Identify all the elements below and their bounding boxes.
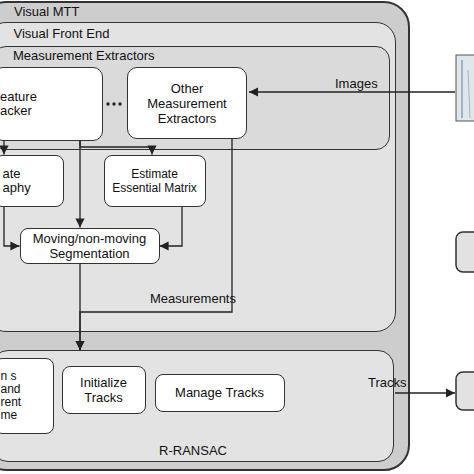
group-container: eature acker Other Measurement Extractors… <box>0 46 390 150</box>
group-title: Visual MTT <box>14 4 80 19</box>
box-label: Manage Tracks <box>175 385 264 400</box>
edge-label: Measurements <box>150 291 236 306</box>
process-box: Other Measurement Extractors <box>127 67 247 139</box>
image-detail <box>461 60 463 118</box>
ellipsis-dot <box>106 102 109 105</box>
box-label: Other Measurement Extractors <box>134 81 240 126</box>
ellipsis-dot <box>112 102 115 105</box>
box-label: Moving/non-moving Segmentation <box>27 231 153 261</box>
system-container: eature acker Other Measurement Extractors… <box>0 1 410 471</box>
process-box: Initialize Tracks <box>62 366 146 414</box>
process-box: eature acker <box>0 67 103 141</box>
arrow-label: Images <box>335 76 378 91</box>
input-arrow <box>249 91 455 92</box>
group-title: Visual Front End <box>14 26 110 41</box>
flow-arrow <box>79 264 80 351</box>
output-arrow <box>395 392 455 393</box>
camera-image <box>456 55 474 121</box>
module-container: eature acker Other Measurement Extractors… <box>0 22 396 332</box>
arrow-label: Tracks <box>368 375 407 390</box>
flow-arrow <box>4 207 20 247</box>
external-box <box>456 232 474 272</box>
box-label: Estimate Essential Matrix <box>107 167 203 195</box>
process-box: Manage Tracks <box>155 374 285 412</box>
process-box: n s and rent me <box>0 358 54 434</box>
flow-arrow <box>80 141 152 155</box>
ellipsis-dot <box>118 102 121 105</box>
process-box: ate aphy <box>0 155 64 207</box>
module-container: n s and rent me Initialize Tracks Manage T… <box>0 350 394 462</box>
process-box: Estimate Essential Matrix <box>104 155 206 207</box>
process-box: Moving/non-moving Segmentation <box>20 228 160 264</box>
flow-arrow <box>80 139 232 350</box>
flow-arrow <box>3 141 4 155</box>
flow-arrow <box>79 141 80 228</box>
box-label: n s and rent me <box>1 370 22 422</box>
group-title: Measurement Extractors <box>13 48 155 63</box>
box-label: Initialize Tracks <box>69 375 139 405</box>
group-title: R-RANSAC <box>0 443 393 458</box>
box-label: ate aphy <box>3 167 31 195</box>
image-detail <box>468 70 470 118</box>
box-label: eature acker <box>0 90 37 118</box>
flow-arrow <box>160 207 183 247</box>
external-box <box>456 372 474 410</box>
